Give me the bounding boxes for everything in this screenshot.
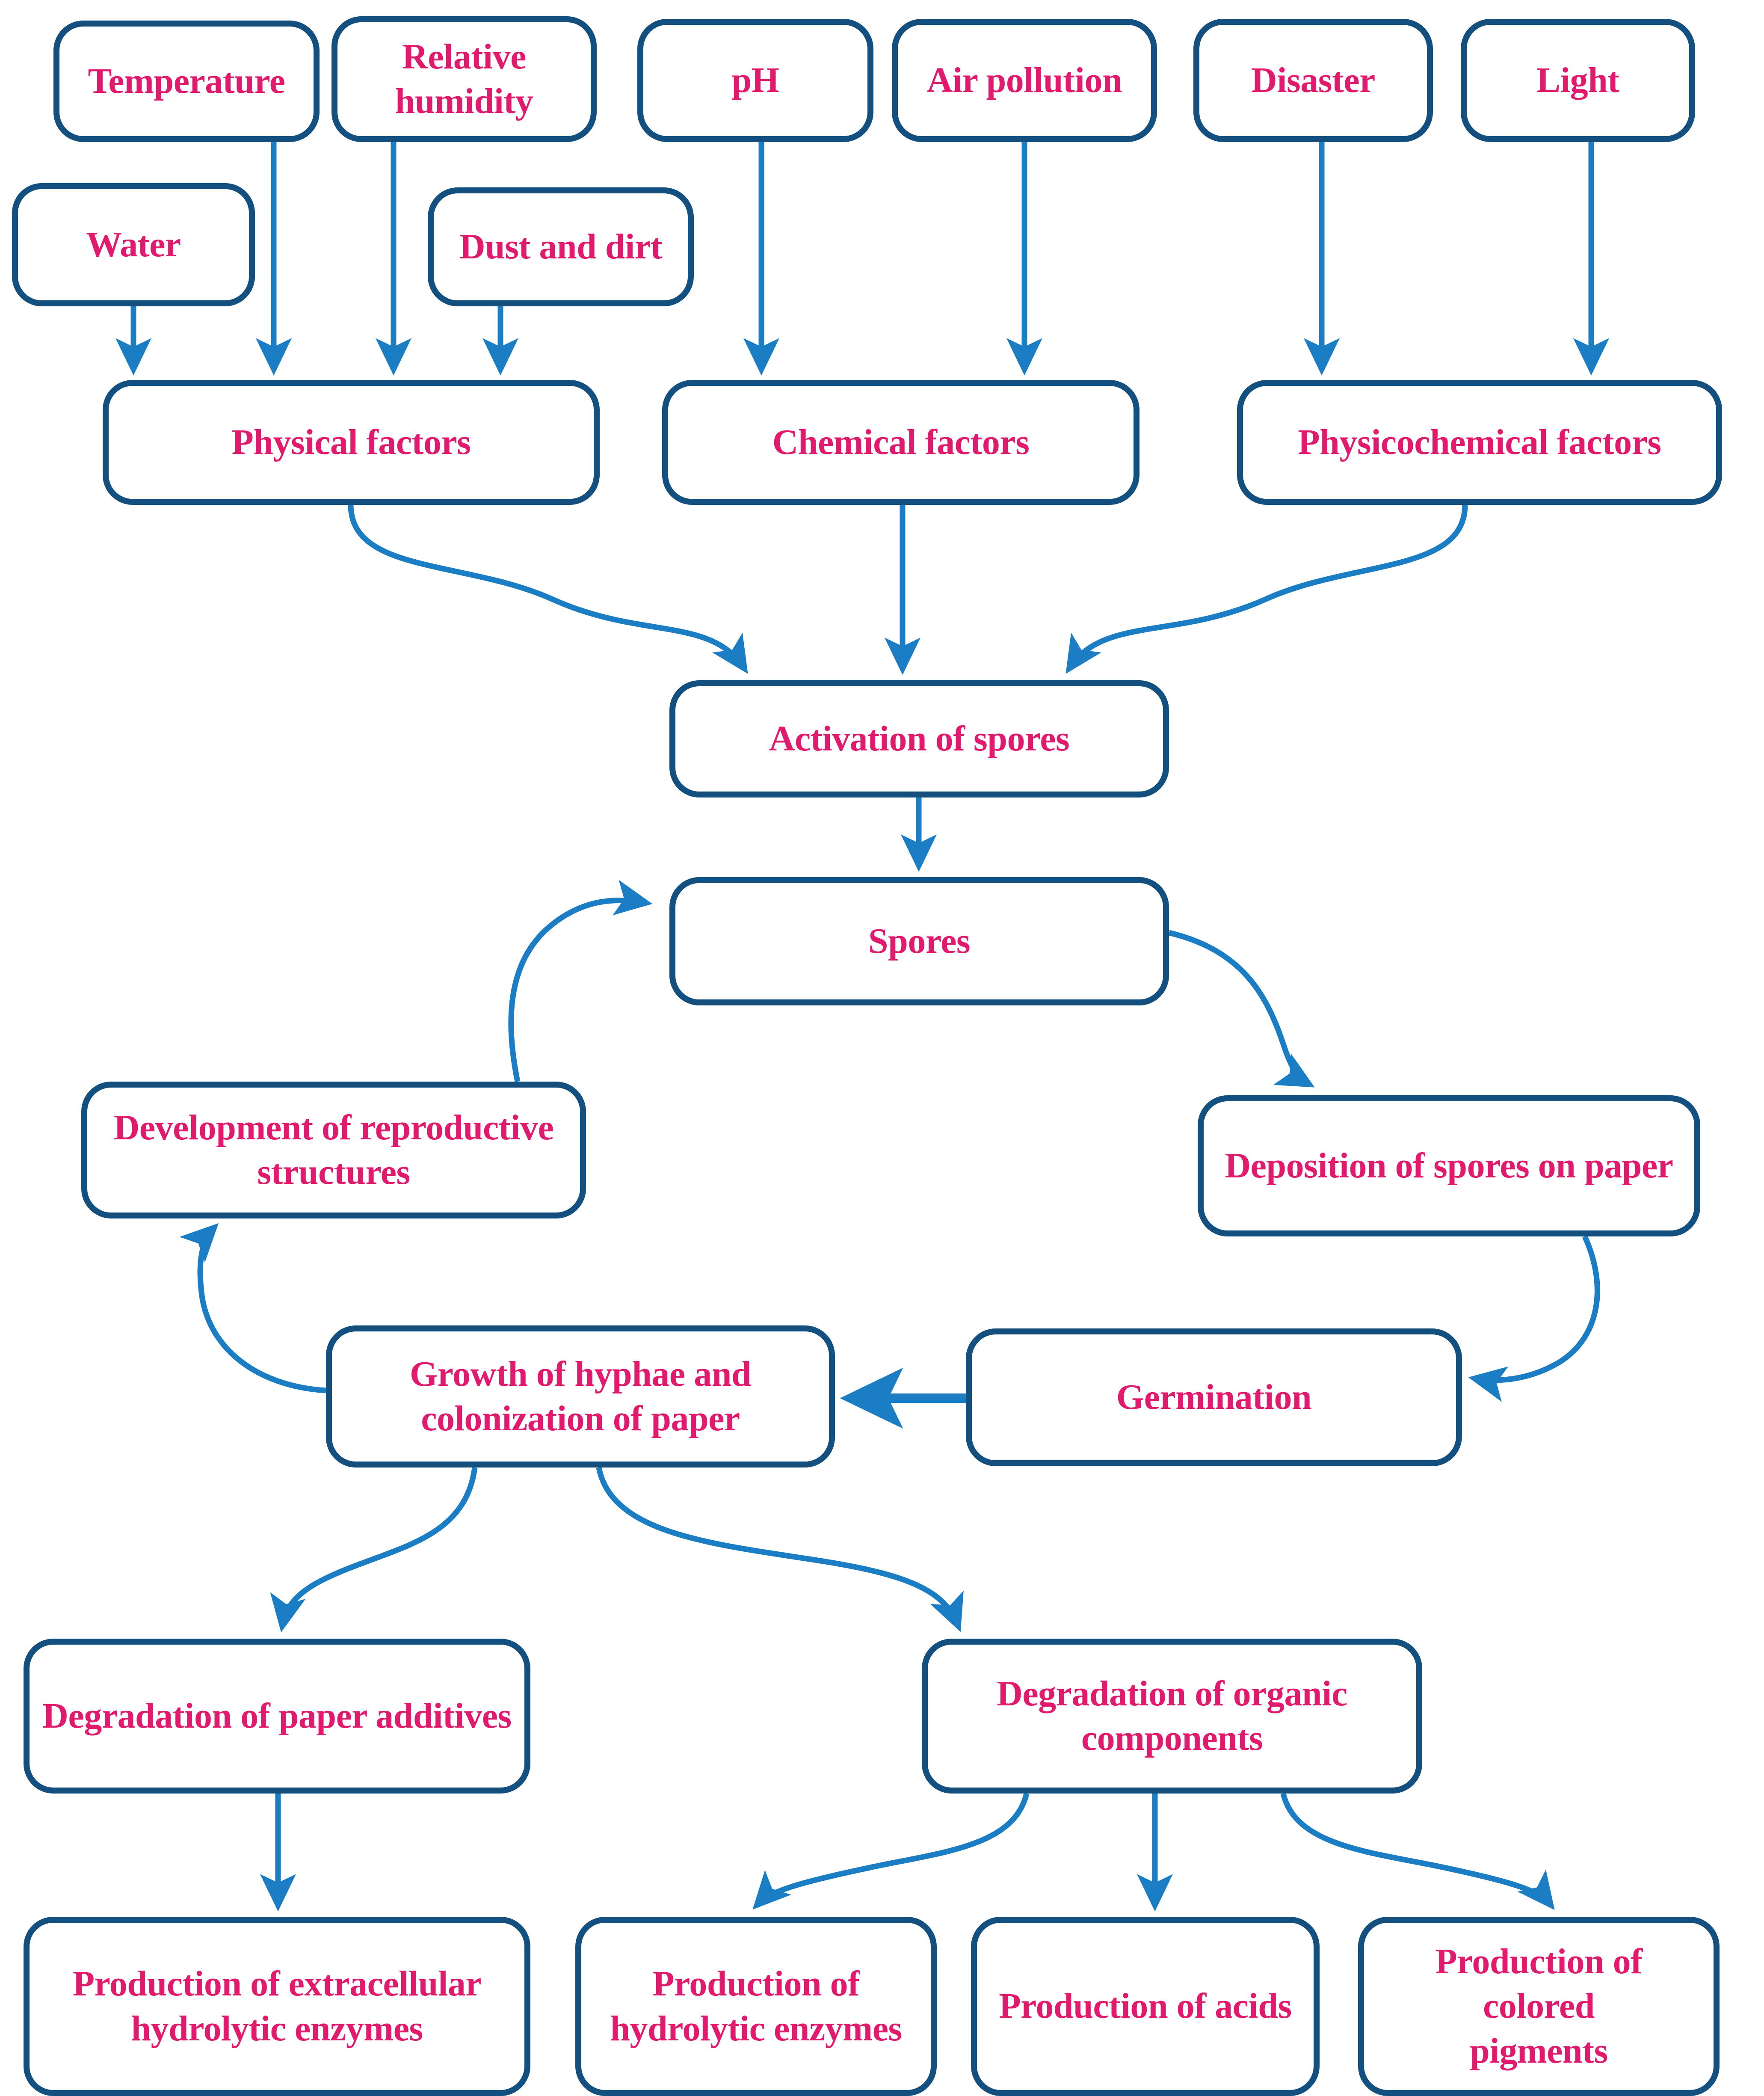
node-label: Germination xyxy=(1116,1377,1312,1417)
edge-growth-to-degradation-additives xyxy=(270,1467,478,1633)
edge-growth-to-development xyxy=(179,1223,326,1393)
edge-spores-to-deposition xyxy=(1168,930,1315,1088)
edge-physicochemical-factors-to-activation xyxy=(1066,504,1468,674)
node-degradation-of-paper-additives[interactable]: Degradation of paper additives xyxy=(24,1639,530,1794)
edge-physical-factors-to-activation xyxy=(348,504,748,674)
node-physicochemical-factors[interactable]: Physicochemical factors xyxy=(1237,380,1722,505)
node-water[interactable]: Water xyxy=(12,183,255,306)
node-label: Temperature xyxy=(88,61,285,101)
edge-growth-to-degradation-organic xyxy=(596,1467,964,1632)
node-physical-factors[interactable]: Physical factors xyxy=(103,380,600,505)
node-deposition-of-spores-on-paper[interactable]: Deposition of spores on paper xyxy=(1198,1095,1700,1236)
edge-organic-to-hydrolytic-enzymes xyxy=(752,1793,1030,1910)
node-label: Dust and dirt xyxy=(459,226,663,267)
node-disaster[interactable]: Disaster xyxy=(1193,19,1433,142)
node-label: Light xyxy=(1536,60,1619,100)
node-label: Deposition of spores on paper xyxy=(1225,1145,1673,1186)
node-label: Physicochemical factors xyxy=(1298,422,1661,462)
node-label: Activation of spores xyxy=(769,718,1070,759)
node-label: Degradation of paper additives xyxy=(42,1696,512,1736)
node-label: Water xyxy=(86,224,181,264)
node-activation-of-spores[interactable]: Activation of spores xyxy=(669,680,1169,797)
node-ph[interactable]: pH xyxy=(637,19,873,142)
node-label: Disaster xyxy=(1251,60,1375,100)
edge-organic-to-colored-pigments xyxy=(1280,1793,1555,1910)
node-production-of-acids[interactable]: Production of acids xyxy=(971,1917,1320,2096)
edge-development-to-spores xyxy=(508,880,653,1082)
edge-deposition-to-germination xyxy=(1468,1235,1600,1402)
node-spores[interactable]: Spores xyxy=(669,877,1169,1005)
node-label: pH xyxy=(731,60,779,100)
node-label: Physical factors xyxy=(231,422,471,462)
node-dust-and-dirt[interactable]: Dust and dirt xyxy=(428,187,694,306)
node-germination[interactable]: Germination xyxy=(966,1328,1462,1466)
node-label: Chemical factors xyxy=(772,422,1030,462)
node-air-pollution[interactable]: Air pollution xyxy=(892,19,1157,142)
node-label: Spores xyxy=(868,921,971,961)
node-chemical-factors[interactable]: Chemical factors xyxy=(662,380,1139,505)
node-label: Air pollution xyxy=(926,60,1122,100)
node-label: Production of acids xyxy=(999,1986,1292,2026)
node-temperature[interactable]: Temperature xyxy=(53,21,320,142)
node-light[interactable]: Light xyxy=(1461,19,1695,142)
